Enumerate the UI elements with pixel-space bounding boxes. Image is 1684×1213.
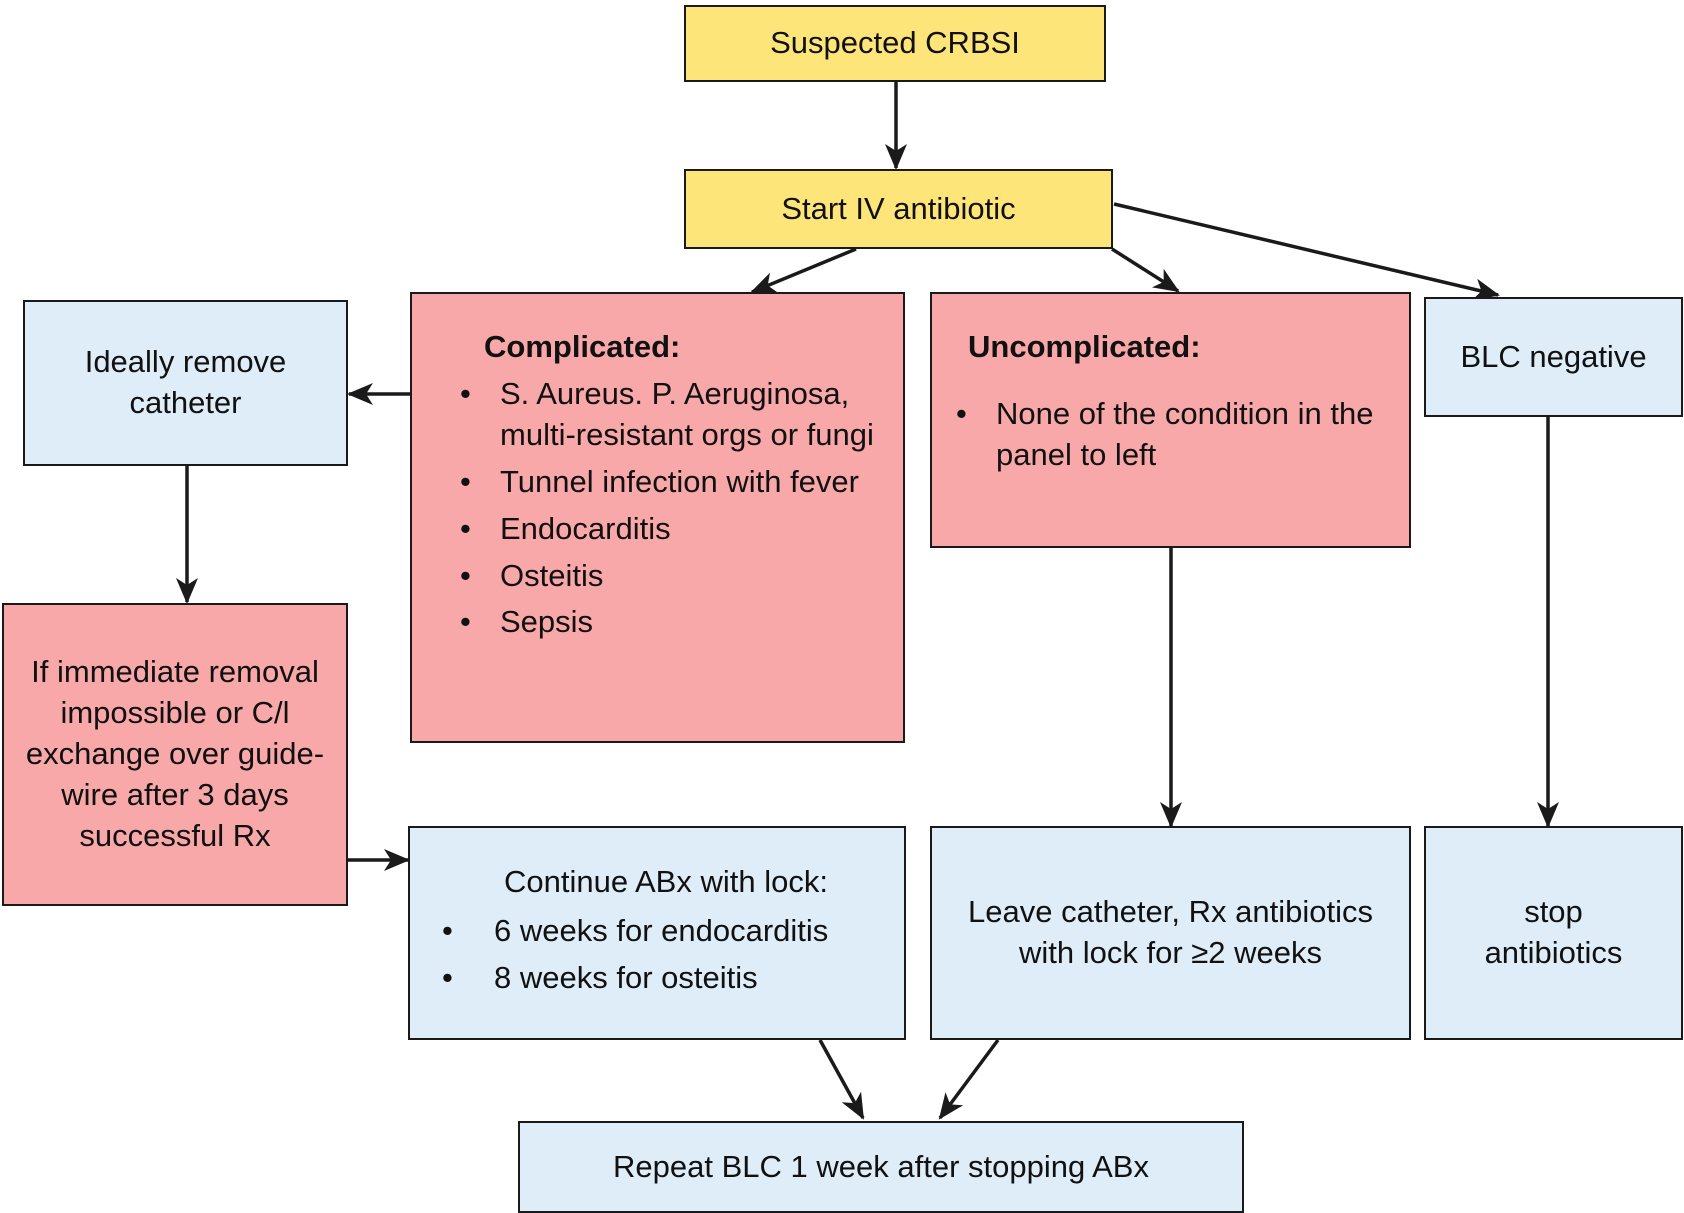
node-blc-negative-text: BLC negative (1460, 338, 1647, 374)
node-immediate-removal: If immediate removal impossible or C/l e… (2, 603, 348, 906)
node-leave-catheter-text: Leave catheter, Rx antibiotics with lock… (968, 894, 1373, 970)
node-leave-catheter: Leave catheter, Rx antibiotics with lock… (930, 826, 1411, 1040)
node-start-iv-antibiotic: Start IV antibiotic (684, 169, 1113, 249)
complicated-item-endocarditis: Endocarditis (460, 509, 887, 550)
complicated-item-organisms: S. Aureus. P. Aeruginosa, multi-resistan… (460, 374, 887, 456)
node-repeat-blc-text: Repeat BLC 1 week after stopping ABx (613, 1148, 1149, 1184)
node-stop-antibiotics-text: stop antibiotics (1484, 894, 1623, 970)
node-repeat-blc: Repeat BLC 1 week after stopping ABx (518, 1121, 1244, 1213)
continue-abx-list: 6 weeks for endocarditis 8 weeks for ost… (442, 911, 892, 999)
node-suspected-crbsi: Suspected CRBSI (684, 5, 1106, 82)
node-blc-negative: BLC negative (1424, 297, 1683, 417)
node-immediate-removal-text: If immediate removal impossible or C/l e… (25, 654, 325, 853)
complicated-item-osteitis: Osteitis (460, 556, 887, 597)
continue-abx-item-endocarditis: 6 weeks for endocarditis (442, 911, 892, 952)
arrow-continue-to-repeat (818, 1039, 865, 1120)
arrow-leave-to-repeat (938, 1038, 1000, 1120)
node-stop-antibiotics: stop antibiotics (1424, 826, 1683, 1040)
node-continue-abx: Continue ABx with lock: 6 weeks for endo… (408, 826, 906, 1040)
complicated-list: S. Aureus. P. Aeruginosa, multi-resistan… (460, 374, 887, 643)
complicated-item-tunnel-infection: Tunnel infection with fever (460, 462, 887, 503)
arrow-start-to-complicated (750, 247, 857, 294)
node-start-iv-antibiotic-text: Start IV antibiotic (781, 190, 1016, 226)
uncomplicated-list: None of the condition in the panel to le… (956, 394, 1389, 476)
node-ideally-remove-catheter: Ideally remove catheter (23, 300, 348, 466)
continue-abx-item-osteitis: 8 weeks for osteitis (442, 958, 892, 999)
node-suspected-crbsi-text: Suspected CRBSI (770, 25, 1020, 61)
uncomplicated-item-none: None of the condition in the panel to le… (956, 394, 1389, 476)
arrow-start-to-blc-negative (1113, 202, 1500, 301)
continue-abx-heading: Continue ABx with lock: (504, 864, 828, 899)
node-complicated: Complicated: S. Aureus. P. Aeruginosa, m… (410, 292, 905, 743)
node-uncomplicated: Uncomplicated: None of the condition in … (930, 292, 1411, 548)
node-ideally-remove-catheter-text: Ideally remove catheter (84, 344, 287, 420)
complicated-item-sepsis: Sepsis (460, 602, 887, 643)
arrow-start-to-uncomplicated (1111, 247, 1180, 293)
complicated-heading: Complicated: (484, 329, 681, 364)
uncomplicated-heading: Uncomplicated: (968, 329, 1201, 364)
